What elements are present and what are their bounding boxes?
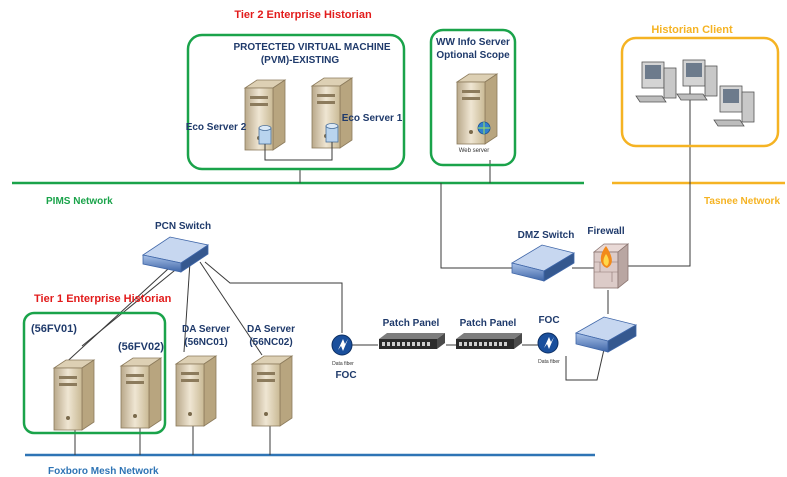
pcn-switch-label: PCN Switch [155, 221, 211, 232]
client-pc-icon [635, 61, 677, 103]
pvm-title-line2: (PVM)-EXISTING [261, 55, 340, 66]
pvm-container [186, 33, 406, 171]
historian-client-container [620, 36, 780, 148]
ww-info-container [429, 28, 517, 167]
da1-label-line1: DA Server [182, 324, 230, 335]
da2-label-line2: (56NC02) [249, 337, 292, 348]
fv02-server-icon [120, 357, 162, 429]
patch-panel-icon [456, 333, 522, 349]
ww-info-line1: WW Info Server [436, 37, 510, 48]
tier1-title: Tier 1 Enterprise Historian [34, 293, 172, 305]
connection-lines [59, 76, 691, 455]
fv01-label: (56FV01) [31, 323, 77, 335]
eco-server-2-label: Eco Server 2 [186, 122, 247, 133]
database-icon [258, 125, 272, 145]
client-pc-icon [676, 59, 718, 101]
foc-icon-text: Data fiber [538, 359, 560, 365]
globe-icon [477, 121, 491, 135]
firewall-label: Firewall [587, 226, 624, 237]
tasnee-network-label: Tasnee Network [704, 196, 780, 207]
database-icon [325, 123, 339, 143]
pcn-switch-icon [141, 236, 210, 273]
foxboro-network-label: Foxboro Mesh Network [48, 466, 159, 477]
tier2-title: Tier 2 Enterprise Historian [234, 9, 372, 21]
web-server-icon [456, 73, 498, 145]
da2-label-line1: DA Server [247, 324, 295, 335]
patch-panel-label: Patch Panel [460, 318, 517, 329]
ww-info-line2: Optional Scope [436, 50, 510, 61]
network-switch-icon [574, 316, 638, 353]
da1-label-line2: (56NC01) [184, 337, 227, 348]
foc-icon [537, 332, 559, 354]
fv01-server-icon [53, 359, 95, 431]
pims-network-label: PIMS Network [46, 196, 113, 207]
fv02-label: (56FV02) [118, 341, 164, 353]
foc-label: FOC [335, 370, 356, 381]
foc-label: FOC [538, 315, 559, 326]
pvm-title-line1: PROTECTED VIRTUAL MACHINE [233, 42, 390, 53]
firewall-icon [592, 243, 630, 289]
dmz-switch-label: DMZ Switch [518, 230, 575, 241]
tier1-container [22, 311, 167, 435]
foc-icon [331, 334, 353, 356]
da2-server-icon [251, 355, 293, 427]
patch-panel-label: Patch Panel [383, 318, 440, 329]
client-pc-icon [713, 85, 755, 127]
patch-panel-icon [379, 333, 445, 349]
da1-server-icon [175, 355, 217, 427]
web-server-label: Web server [459, 148, 490, 154]
dmz-switch-icon [510, 244, 576, 282]
historian-client-title: Historian Client [651, 24, 733, 36]
eco-server-1-label: Eco Server 1 [342, 113, 403, 124]
foc-icon-text: Data fiber [332, 361, 354, 367]
